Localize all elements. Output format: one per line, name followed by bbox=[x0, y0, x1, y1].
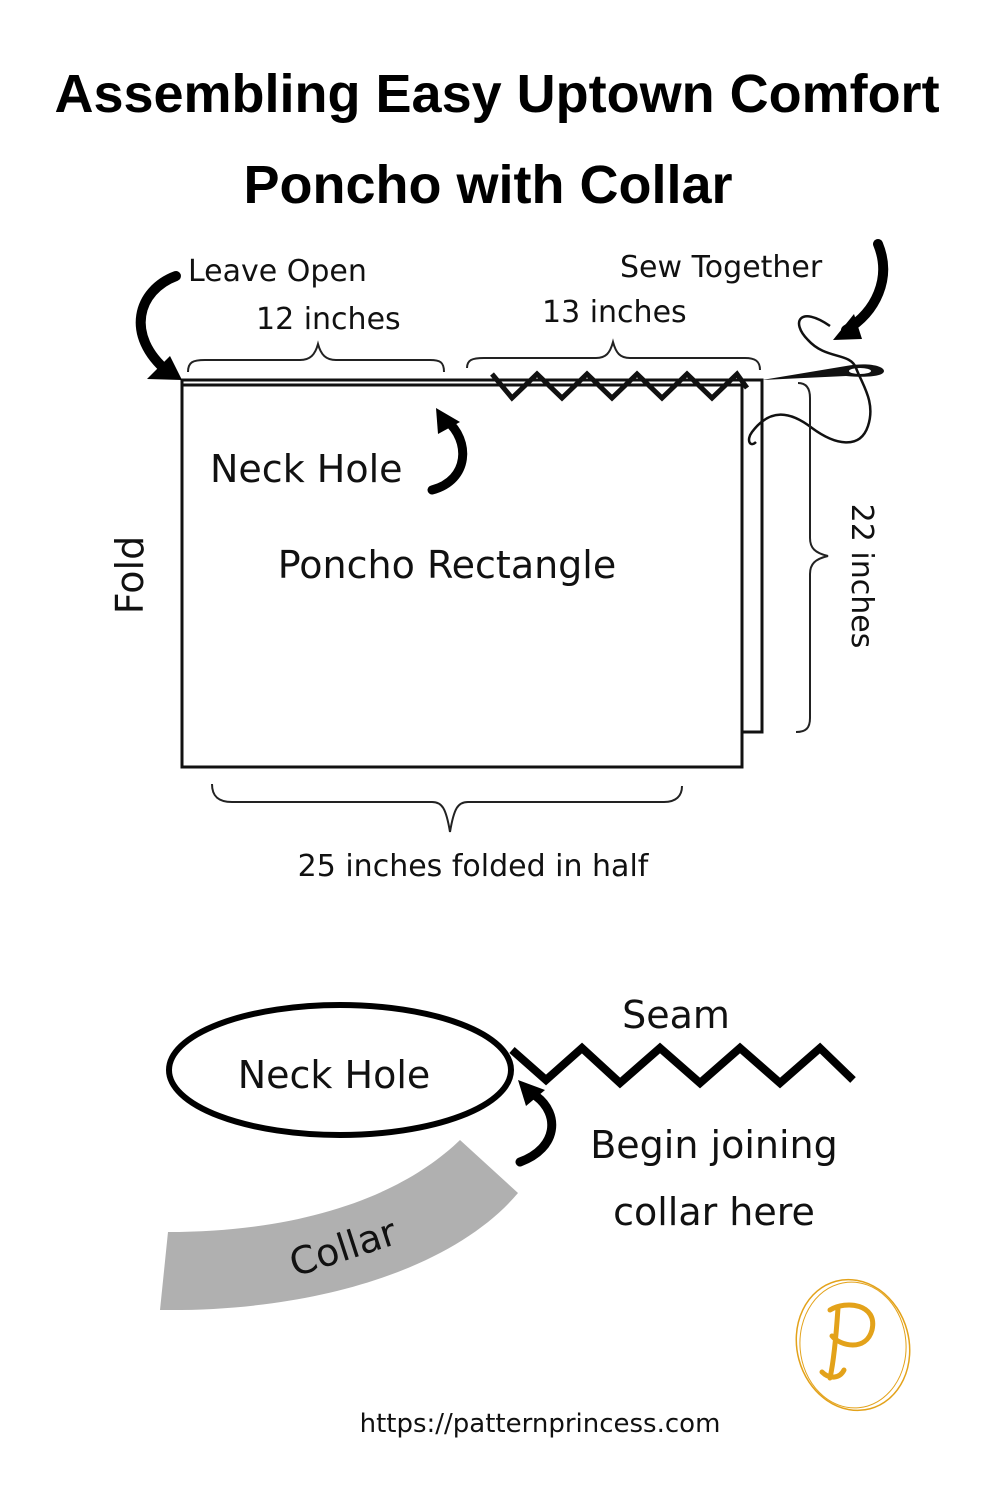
needle-and-thread-icon bbox=[747, 315, 884, 446]
fold-label: Fold bbox=[108, 536, 152, 614]
sewn-seam-zigzag bbox=[490, 370, 750, 402]
sew-together-arrow-icon bbox=[833, 239, 889, 340]
neck-hole-label: Neck Hole bbox=[210, 447, 403, 491]
width-open-label: 12 inches bbox=[256, 302, 401, 337]
leave-open-arrow-icon bbox=[135, 271, 182, 380]
begin-joining-label-line-1: Begin joining bbox=[590, 1123, 838, 1167]
bottom-neck-hole-label: Neck Hole bbox=[238, 1053, 431, 1097]
seam-label: Seam bbox=[622, 993, 730, 1037]
begin-joining-label-line-2: collar here bbox=[613, 1190, 815, 1234]
brace-22-inches bbox=[795, 382, 829, 733]
neck-hole-arrow-icon bbox=[427, 408, 468, 495]
neck-hole-ellipse bbox=[166, 1002, 514, 1138]
brace-13-inches bbox=[466, 338, 761, 371]
footer-url[interactable]: https://patternprincess.com bbox=[360, 1409, 721, 1439]
sew-together-label: Sew Together bbox=[620, 250, 823, 285]
seam-zigzag bbox=[509, 1042, 856, 1089]
width-sewn-label: 13 inches bbox=[542, 295, 687, 330]
begin-joining-arrow-icon bbox=[515, 1080, 557, 1167]
poncho-rectangle-label: Poncho Rectangle bbox=[278, 543, 617, 587]
collar-shape bbox=[160, 1140, 518, 1311]
pattern-princess-logo bbox=[795, 1278, 911, 1412]
height-label: 22 inches bbox=[844, 504, 879, 649]
bottom-width-label: 25 inches folded in half bbox=[298, 849, 650, 884]
leave-open-label: Leave Open bbox=[188, 254, 367, 289]
title-line-1: Assembling Easy Uptown Comfort bbox=[54, 64, 939, 124]
title-line-2: Poncho with Collar bbox=[243, 155, 732, 215]
brace-25-inches bbox=[211, 783, 683, 833]
brace-12-inches bbox=[187, 340, 445, 373]
